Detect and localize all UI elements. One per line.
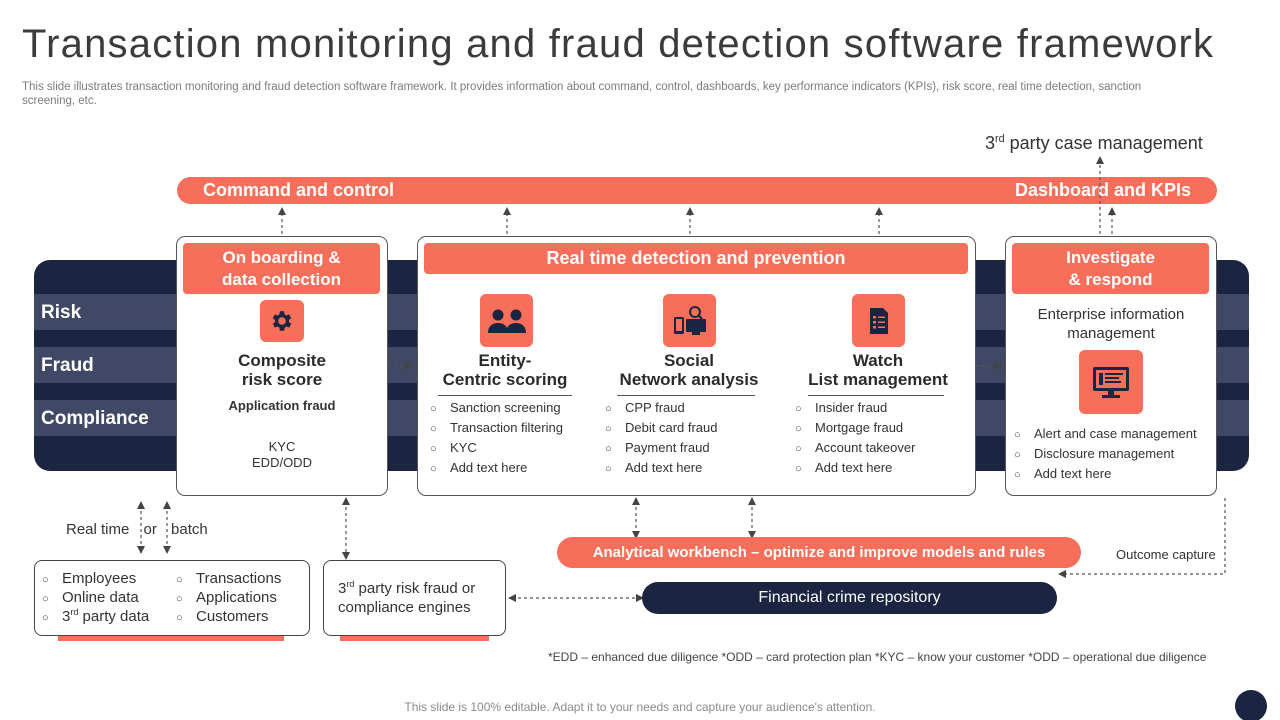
onboarding-header: On boarding & data collection — [183, 243, 380, 294]
corner-decoration — [1235, 690, 1267, 720]
onboarding-header-line1: On boarding & — [222, 248, 341, 267]
list-item: Disclosure management — [1014, 444, 1197, 464]
list-item: Transactions — [176, 569, 281, 588]
composite-heading-line1: Composite — [238, 351, 326, 370]
list-item: Debit card fraud — [605, 418, 718, 438]
watch-list-management-heading: Watch List management — [790, 351, 966, 389]
outcome-capture-label: Outcome capture — [1116, 547, 1216, 562]
list-item: Online data — [42, 588, 149, 607]
list-item: Account takeover — [795, 438, 915, 458]
entity-list: Sanction screening Transaction filtering… — [430, 398, 563, 478]
onboarding-header-line2: data collection — [221, 270, 342, 289]
investigate-list: Alert and case management Disclosure man… — [1014, 424, 1197, 484]
list-item: Sanction screening — [430, 398, 563, 418]
data-sources-col2: Transactions Applications Customers — [176, 569, 281, 626]
entity-heading-line1: Entity- — [478, 351, 532, 370]
checklist-icon — [852, 294, 905, 347]
realtime-or-batch-label: Real time or batch — [66, 521, 208, 538]
list-item: Add text here — [795, 458, 915, 478]
list-item: Payment fraud — [605, 438, 718, 458]
enterprise-info-label: Enterprise information management — [1005, 305, 1217, 343]
enterprise-line1: Enterprise information — [1037, 306, 1185, 323]
list-item: Add text here — [430, 458, 563, 478]
third-party-risk-accent — [340, 636, 489, 641]
list-item: Add text here — [1014, 464, 1197, 484]
entity-centric-scoring-heading: Entity- Centric scoring — [425, 351, 585, 389]
social-heading-line2: Network analysis — [619, 370, 759, 389]
list-item: 3rd party data — [42, 607, 149, 626]
list-item: Insider fraud — [795, 398, 915, 418]
watch-heading-line2: List management — [808, 370, 948, 389]
row-label-compliance: Compliance — [41, 408, 149, 429]
realtime-header: Real time detection and prevention — [424, 243, 968, 274]
command-and-control-label: Command and control — [203, 180, 395, 200]
list-item: Customers — [176, 607, 281, 626]
entity-underline — [438, 395, 572, 396]
watch-underline — [808, 395, 944, 396]
watch-list: Insider fraud Mortgage fraud Account tak… — [795, 398, 915, 478]
social-heading-line1: Social — [663, 351, 715, 370]
kyc-edd-labels: KYC EDD/ODD — [176, 439, 388, 471]
third-party-case-management-label: 3rd party case management — [985, 133, 1203, 153]
analytical-workbench-bar: Analytical workbench – optimize and impr… — [557, 537, 1081, 568]
footer-note: This slide is 100% editable. Adapt it to… — [404, 700, 876, 714]
social-list: CPP fraud Debit card fraud Payment fraud… — [605, 398, 718, 478]
row-label-fraud: Fraud — [41, 355, 94, 376]
third-party-risk-line2: compliance engines — [338, 599, 471, 616]
people-icon — [480, 294, 533, 347]
footnote: *EDD – enhanced due diligence *ODD – car… — [548, 650, 1207, 664]
list-item: KYC — [430, 438, 563, 458]
gear-icon — [260, 300, 304, 342]
composite-heading-line2: risk score — [241, 370, 323, 389]
batch-label: batch — [171, 521, 208, 538]
investigate-header: Investigate & respond — [1012, 243, 1209, 294]
list-item: Employees — [42, 569, 149, 588]
investigate-header-line2: & respond — [1068, 270, 1153, 289]
list-item: Add text here — [605, 458, 718, 478]
application-fraud-label: Application fraud — [228, 398, 336, 413]
financial-crime-repository-bar: Financial crime repository — [642, 582, 1057, 614]
realtime-label: Real time — [66, 521, 130, 538]
data-sources-col1: Employees Online data 3rd party data — [42, 569, 149, 626]
composite-risk-score-heading: Composite risk score — [176, 351, 388, 389]
dashboard-and-kpis-label: Dashboard and KPIs — [1014, 180, 1191, 200]
watch-heading-line1: Watch — [852, 351, 904, 370]
data-sources-accent — [58, 636, 284, 641]
list-item: Transaction filtering — [430, 418, 563, 438]
row-label-risk: Risk — [41, 302, 82, 323]
enterprise-line2: management — [1067, 325, 1155, 342]
list-item: Mortgage fraud — [795, 418, 915, 438]
third-party-risk-line1: 3rd party risk fraud or — [338, 579, 476, 598]
edd-odd-label: EDD/ODD — [252, 455, 312, 470]
investigate-header-line1: Investigate — [1066, 248, 1155, 267]
entity-heading-line2: Centric scoring — [442, 370, 568, 389]
network-search-icon — [663, 294, 716, 347]
third-party-risk-text: 3rd party risk fraud or compliance engin… — [338, 579, 475, 617]
page-title: Transaction monitoring and fraud detecti… — [22, 22, 1215, 66]
list-item: CPP fraud — [605, 398, 718, 418]
social-underline — [617, 395, 755, 396]
or-label: or — [143, 521, 157, 538]
monitor-dashboard-icon — [1079, 350, 1143, 414]
command-dashboard-bar: Command and control Dashboard and KPIs — [177, 177, 1217, 204]
list-item: Alert and case management — [1014, 424, 1197, 444]
page-subtitle: This slide illustrates transaction monit… — [22, 81, 1142, 107]
list-item: Applications — [176, 588, 281, 607]
kyc-label: KYC — [268, 439, 296, 454]
third-party-risk-box — [323, 560, 506, 636]
social-network-analysis-heading: Social Network analysis — [600, 351, 778, 389]
